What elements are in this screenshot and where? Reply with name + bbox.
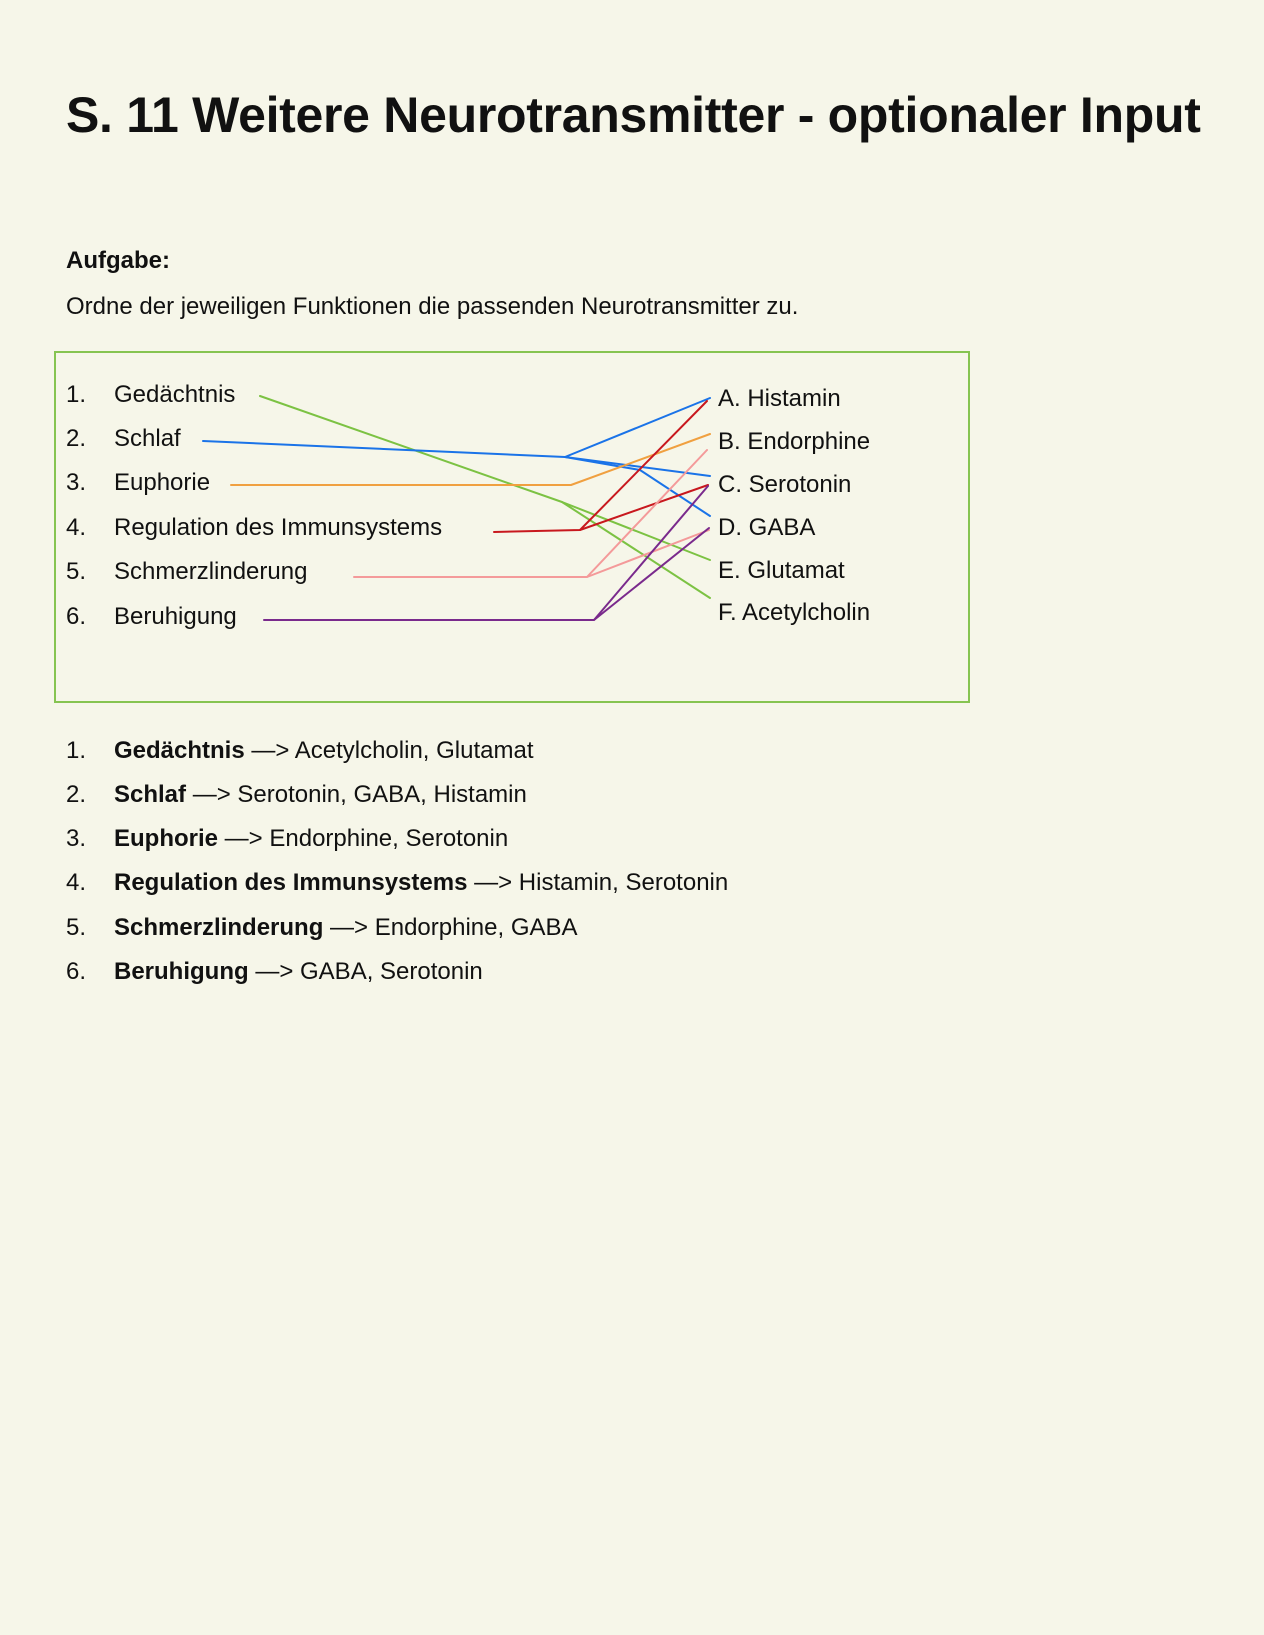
answer-result: —> Acetylcholin, Glutamat: [244, 737, 534, 764]
function-number: 2.: [66, 425, 87, 452]
function-label: Gedächtnis: [114, 381, 236, 408]
matching-exercise-box: [54, 351, 970, 703]
answer-function: Beruhigung: [114, 958, 249, 985]
answer-function: Schmerzlinderung: [114, 914, 324, 941]
function-number: 1.: [66, 381, 87, 408]
page-title: S. 11 Weitere Neurotransmitter - optiona…: [66, 87, 1201, 143]
answer-number: 4.: [66, 869, 87, 896]
answer-result: —> GABA, Serotonin: [248, 958, 483, 985]
function-label: Regulation des Immunsystems: [114, 514, 443, 541]
function-number: 4.: [66, 514, 87, 541]
function-label: Schmerzlinderung: [114, 558, 308, 585]
answer-number: 2.: [66, 781, 87, 808]
transmitter-endorphine: B. Endorphine: [718, 428, 871, 455]
answer-number: 6.: [66, 958, 87, 985]
answer-result: —> Endorphine, Serotonin: [218, 825, 509, 852]
answer-function: Schlaf: [114, 781, 187, 808]
answer-result: —> Serotonin, GABA, Histamin: [186, 781, 527, 808]
function-label: Schlaf: [114, 425, 181, 452]
function-number: 5.: [66, 558, 87, 585]
task-heading: Aufgabe:: [66, 247, 170, 274]
answer-result: —> Histamin, Serotonin: [467, 869, 729, 896]
answer-function: Gedächtnis: [114, 737, 245, 764]
transmitter-histamin: A. Histamin: [718, 385, 841, 412]
answer-number: 5.: [66, 914, 87, 941]
answer-result: —> Endorphine, GABA: [323, 914, 578, 941]
answer-number: 3.: [66, 825, 87, 852]
function-number: 3.: [66, 469, 87, 496]
function-label: Euphorie: [114, 469, 211, 496]
function-label: Beruhigung: [114, 603, 237, 630]
transmitter-gaba: D. GABA: [718, 514, 816, 541]
transmitter-glutamat: E. Glutamat: [718, 557, 845, 584]
answer-number: 1.: [66, 737, 87, 764]
transmitter-serotonin: C. Serotonin: [718, 471, 852, 498]
answer-function: Euphorie: [114, 825, 219, 852]
task-instruction: Ordne der jeweiligen Funktionen die pass…: [66, 293, 799, 320]
transmitter-acetylcholin: F. Acetylcholin: [718, 599, 871, 626]
answer-function: Regulation des Immunsystems: [114, 869, 468, 896]
function-number: 6.: [66, 603, 87, 630]
